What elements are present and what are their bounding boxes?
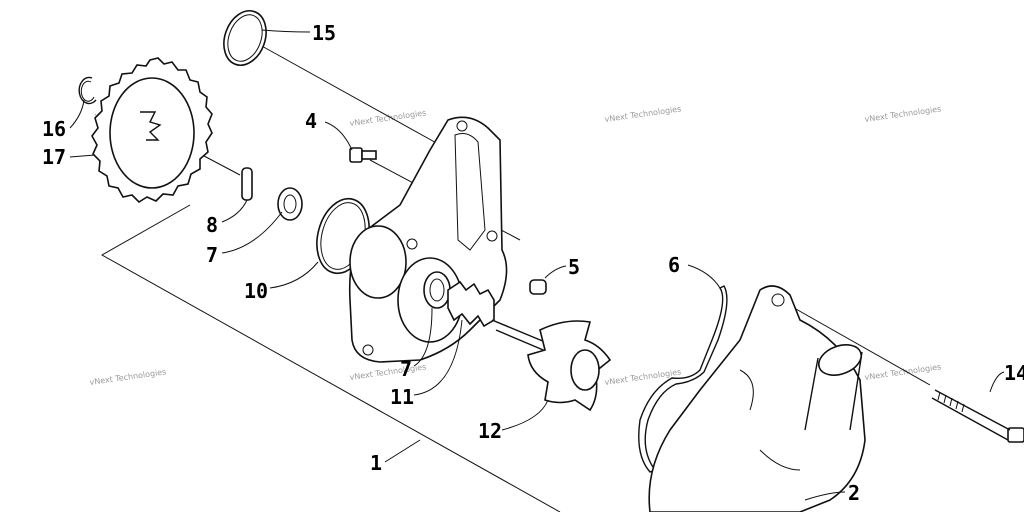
pump-body-boss [349,225,407,299]
leader-line-2 [804,491,846,501]
dowel-pin-5 [529,279,547,295]
seal-11-spring [447,280,495,328]
callout-11: 11 [390,385,414,409]
leader-line-7 [413,307,433,367]
pump-cover-body [648,285,866,512]
callout-4: 4 [305,109,317,133]
leader-line-17 [69,154,96,158]
watermark: vNext Technologies [864,104,942,124]
o-ring-15 [223,10,267,66]
leader-line-6 [687,264,721,289]
watermark: vNext Technologies [604,104,682,124]
leader-line-11 [413,319,463,396]
mounting-hole [456,120,468,132]
leader-line-14 [989,371,1005,393]
mounting-hole [406,238,418,250]
seal-7 [423,271,451,309]
leader-line-15 [261,29,311,33]
bolt-14-thread [937,391,965,413]
gear-17-keyway [140,111,162,141]
callout-17: 17 [42,145,66,169]
callout-12: 12 [478,419,502,443]
mounting-hole [362,344,374,356]
impeller-shaft [495,329,549,353]
gear-17 [91,57,213,204]
bolt-14 [931,389,1024,443]
mounting-hole [486,230,498,242]
pump-cover-rib [739,369,801,471]
impeller-12 [491,319,612,412]
callout-7: 7 [400,357,412,381]
mounting-hole [771,293,785,307]
callout-8: 7 [206,243,218,267]
leader-line-10 [269,261,319,289]
pump-body-slot [454,133,486,251]
callout-9: 8 [206,213,218,237]
bolt-14-head [1007,427,1024,443]
watermark: vNext Technologies [349,108,427,128]
pump-cover-outlet [817,344,863,376]
impeller-shaft [491,319,546,343]
o-ring-15-inner [227,14,263,62]
washer-8 [277,187,303,221]
assembly-bracket-line [100,204,561,512]
callout-10: 10 [244,279,268,303]
watermark: vNext Technologies [864,362,942,382]
callout-15: 15 [312,21,336,45]
callout-6: 6 [668,253,680,277]
leader-line-9 [221,199,248,223]
leader-line-8 [221,211,283,254]
watermark: vNext Technologies [604,367,682,387]
watermark: vNext Technologies [89,367,167,387]
bolt-4-head [349,147,363,163]
impeller-hub [570,349,600,391]
pump-cover-2 [648,285,866,512]
callout-2: 2 [848,481,860,505]
pump-cover-outlet-tube [804,351,863,431]
pin-9 [241,167,253,201]
leader-lines [69,29,1005,501]
gear-17-hub [109,77,195,189]
callout-5: 5 [568,255,580,279]
bolt-14-shank [931,397,1009,441]
leader-line-4 [324,121,353,151]
mechanical-seal-11 [447,280,495,328]
leader-line-1 [384,439,421,463]
snap-ring-16-inner [80,80,95,102]
leader-line-12 [501,399,549,431]
seal-7-inner [429,278,445,302]
callout-labels: 15 16 17 4 8 7 10 5 6 7 11 12 1 14 2 [42,21,1024,505]
bolt-14-shank [934,389,1011,431]
leader-line-5 [544,265,567,279]
callout-16: 16 [42,117,66,141]
washer-8-hole [283,194,297,214]
leader-line-16 [69,99,85,129]
axis-line [259,44,441,146]
callout-14: 14 [1004,361,1024,385]
bolt-4-shank [361,150,377,160]
axis-line [779,299,931,386]
callout-1: 1 [370,451,382,475]
bolt-4 [349,147,377,163]
snap-ring-16 [78,76,97,105]
